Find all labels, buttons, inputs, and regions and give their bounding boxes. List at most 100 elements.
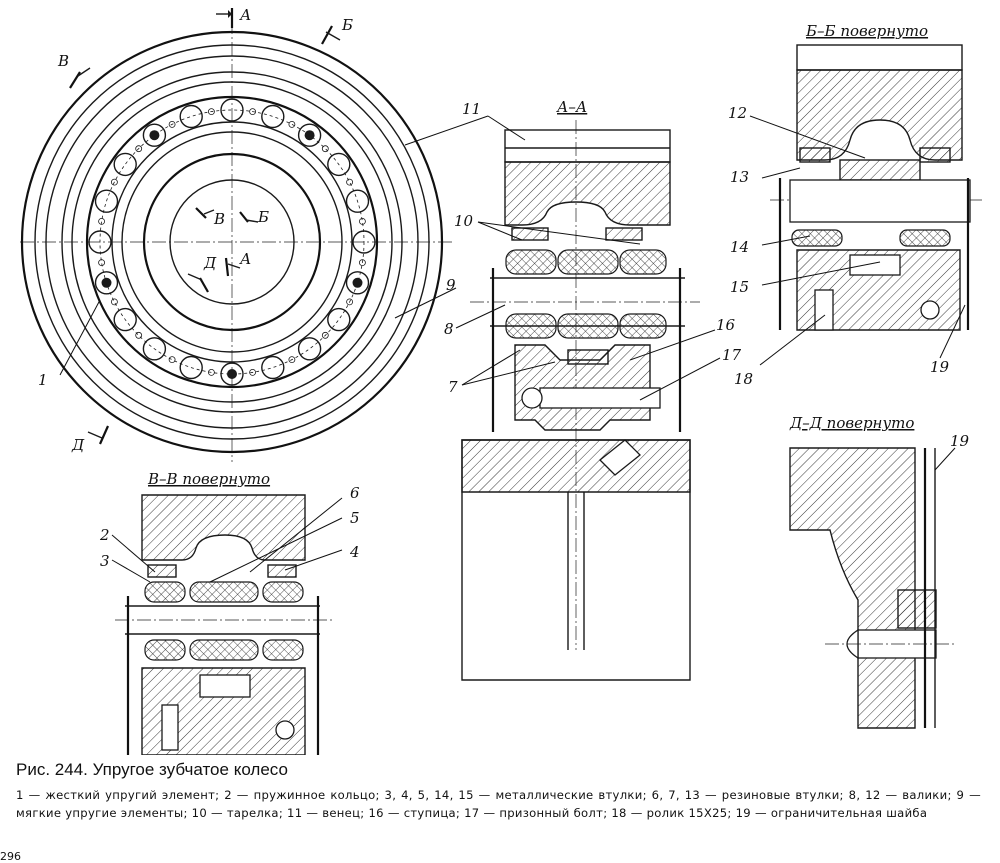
pin-12	[789, 179, 971, 223]
small-hole	[168, 121, 176, 128]
front-mark-v: В	[57, 52, 69, 70]
elastic-element-circle	[179, 104, 203, 129]
small-hole	[346, 178, 354, 186]
callout-8: 8	[444, 320, 454, 338]
section-d-d	[789, 447, 955, 729]
elastic-element-circle	[297, 123, 322, 147]
small-hole	[249, 368, 257, 376]
cut-mark-v	[69, 67, 91, 89]
elastic-element-circle	[261, 104, 285, 129]
front-view: А Б В Д В Б Д А	[20, 6, 455, 462]
small-hole	[111, 298, 118, 306]
hub-mark-d: Д	[203, 254, 217, 272]
fitted-bolt	[539, 387, 661, 409]
small-hole	[111, 178, 118, 186]
callout-10: 10	[454, 212, 474, 230]
section-title-d-d: Д–Д повернуто	[789, 414, 914, 432]
leader-lines	[59, 115, 966, 583]
small-hole	[358, 217, 366, 225]
bore-edge	[169, 179, 295, 305]
callout-16: 16	[716, 316, 736, 334]
elastic-element-circle	[261, 355, 285, 380]
elastic-element-circle	[327, 152, 351, 177]
front-mark-a: А	[239, 6, 251, 24]
callout-4: 4	[349, 543, 360, 561]
callout-9: 9	[446, 276, 456, 294]
hub-edge	[142, 152, 322, 332]
ring-outer-edge	[85, 95, 379, 389]
elastic-element-circle	[345, 189, 370, 213]
small-hole	[98, 217, 105, 225]
section-title-a-a: А–А	[556, 98, 587, 116]
hub-mark-b: Б	[257, 208, 269, 226]
hub-cut-marks	[187, 207, 259, 293]
small-hole	[135, 145, 143, 153]
elastic-element-circle	[345, 271, 370, 295]
elastic-element-circle	[113, 152, 137, 177]
small-hole	[98, 259, 105, 267]
small-hole	[321, 331, 329, 339]
elastic-element	[505, 249, 557, 275]
rigid-element-dot	[149, 130, 160, 141]
figure-caption: Рис. 244. Упругое зубчатое колесо 1 — же…	[16, 760, 981, 822]
small-hole	[207, 368, 215, 376]
front-mark-b: Б	[341, 16, 353, 34]
hub-body	[461, 439, 691, 493]
callout-3: 3	[100, 552, 110, 570]
elastic-element-circle	[352, 230, 376, 254]
elastic-element-circle	[142, 337, 167, 361]
callout-19-d: 19	[950, 432, 970, 450]
caption-legend: 1 — жесткий упругий элемент; 2 — пружинн…	[16, 788, 981, 820]
small-hole	[358, 259, 366, 267]
elastic-element-circle	[142, 123, 167, 147]
callout-7: 7	[448, 378, 458, 396]
elastic-element-ring	[88, 98, 376, 386]
rim-section	[504, 161, 671, 226]
elastic-element-circle	[94, 271, 119, 295]
rim-top	[504, 129, 671, 163]
callout-19-b: 19	[930, 358, 950, 376]
callout-14: 14	[730, 238, 749, 256]
small-hole	[249, 108, 257, 115]
outer-rim-edge	[20, 30, 444, 454]
small-hole	[168, 356, 176, 364]
callout-5: 5	[350, 509, 360, 527]
callout-2: 2	[99, 526, 110, 544]
callout-15: 15	[730, 278, 749, 296]
hub-mark-v: В	[213, 210, 225, 228]
small-hole	[207, 108, 215, 115]
rigid-element-dot	[101, 277, 112, 288]
section-title-v-v: В–В повернуто	[147, 470, 270, 488]
callout-6: 6	[350, 484, 360, 502]
technical-drawing: А Б В Д В Б Д А	[20, 6, 985, 755]
cut-mark-b	[321, 25, 341, 45]
small-hole	[346, 298, 354, 306]
small-hole	[288, 121, 296, 128]
elastic-element-circle	[220, 98, 244, 122]
callout-13: 13	[730, 168, 749, 186]
elastic-element-circle	[94, 189, 119, 213]
front-mark-d: Д	[71, 436, 85, 454]
elastic-element-circle	[88, 230, 112, 254]
small-hole	[135, 331, 143, 339]
page-number: 296	[0, 850, 21, 863]
section-b-b	[770, 44, 985, 331]
callout-11: 11	[462, 100, 481, 118]
rigid-element-dot	[227, 369, 237, 379]
elastic-element-circle	[179, 355, 203, 380]
small-hole	[321, 145, 329, 153]
section-v-v	[115, 494, 335, 755]
hub-mark-a: А	[239, 250, 251, 268]
elastic-element-circle	[220, 362, 244, 386]
rigid-element-dot	[352, 277, 363, 288]
cut-mark-d	[87, 425, 110, 445]
elastic-element-circle	[113, 307, 137, 332]
callout-17: 17	[722, 346, 742, 364]
rigid-element-dot	[304, 130, 315, 141]
elastic-element-circle	[327, 307, 351, 332]
callout-12: 12	[728, 104, 747, 122]
section-title-b-b: Б–Б повернуто	[805, 22, 928, 40]
section-a-a	[461, 120, 700, 681]
callout-1: 1	[38, 371, 48, 389]
caption-title: Рис. 244. Упругое зубчатое колесо	[16, 760, 288, 779]
